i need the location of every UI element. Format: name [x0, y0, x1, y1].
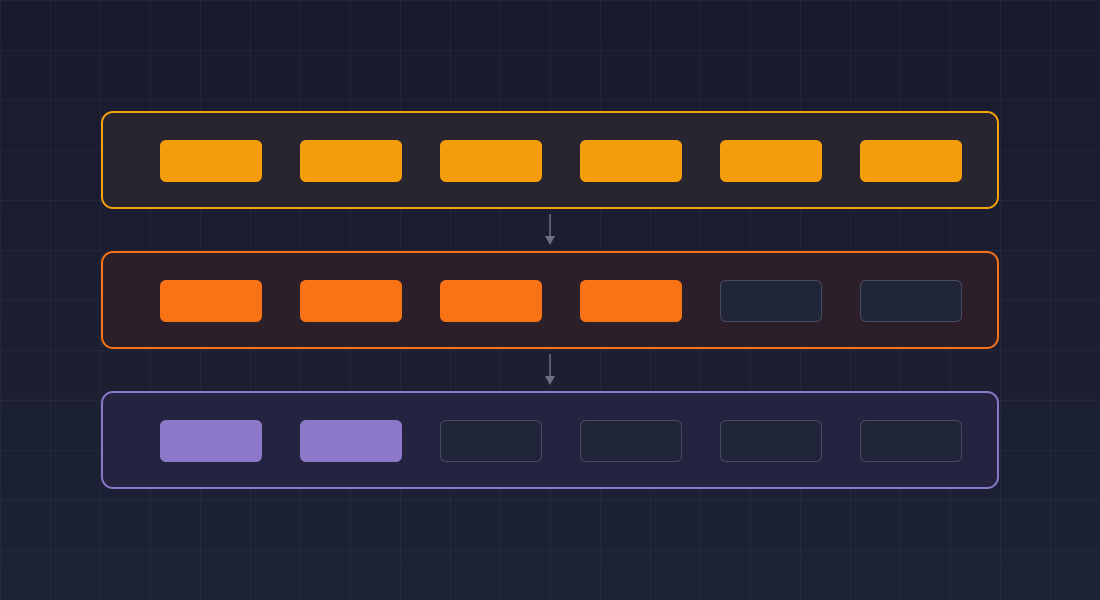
row-1-slot-2-filled	[300, 140, 402, 182]
stage-row-1	[101, 111, 999, 209]
row-2-slot-1-filled	[160, 280, 262, 322]
row-1-slot-6-filled	[860, 140, 962, 182]
stage-row-3	[101, 391, 999, 489]
row-3-slot-6-empty	[860, 420, 962, 462]
row-2-slot-5-empty	[720, 280, 822, 322]
stage-row-2	[101, 251, 999, 349]
row-2-slot-6-empty	[860, 280, 962, 322]
row-3-slot-2-filled	[300, 420, 402, 462]
row-2-slot-4-filled	[580, 280, 682, 322]
row-3-slot-4-empty	[580, 420, 682, 462]
row-3-slot-1-filled	[160, 420, 262, 462]
row-1-slot-1-filled	[160, 140, 262, 182]
row-1-slot-4-filled	[580, 140, 682, 182]
row-2-slot-2-filled	[300, 280, 402, 322]
down-arrow-icon	[545, 354, 555, 385]
row-3-slot-5-empty	[720, 420, 822, 462]
down-arrow-icon	[545, 214, 555, 245]
row-2-slot-3-filled	[440, 280, 542, 322]
row-1-slot-3-filled	[440, 140, 542, 182]
row-1-slot-5-filled	[720, 140, 822, 182]
row-3-slot-3-empty	[440, 420, 542, 462]
